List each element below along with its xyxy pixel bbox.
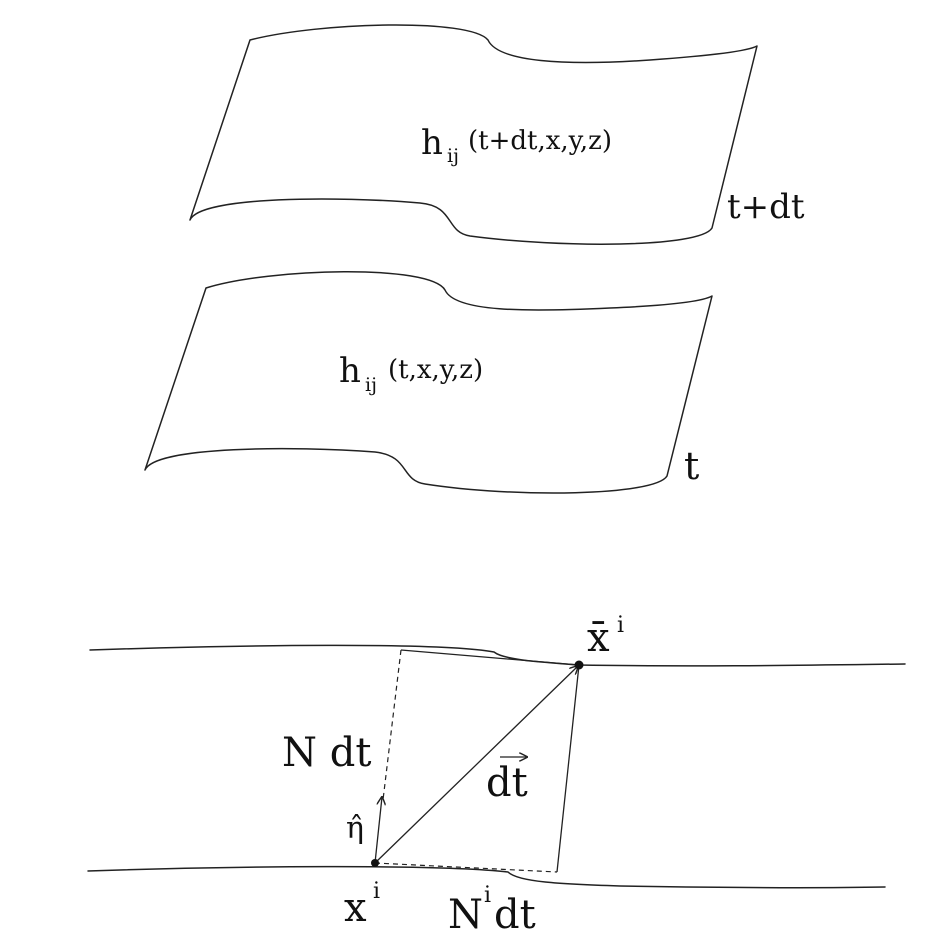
top-segment xyxy=(400,649,580,666)
lower-metric-arguments: (t,x,y,z) xyxy=(388,355,483,385)
upper-metric-subscript: ij xyxy=(447,145,459,167)
upper-metric-arguments: (t+dt,x,y,z) xyxy=(468,126,612,156)
lower-metric-symbol: h xyxy=(339,351,361,391)
upper-hypersurface: h ij (t+dt,x,y,z) t+dt xyxy=(189,24,805,245)
end-point-label: x̄ xyxy=(587,615,610,661)
normal-label: η̂ xyxy=(346,811,364,846)
lower-metric-subscript: ij xyxy=(365,374,377,396)
lower-time-label: t xyxy=(684,444,699,488)
lapse-shift-decomposition: N dt η̂ dt x i x̄ i N i dt xyxy=(87,613,906,938)
shift-side-line xyxy=(556,664,580,873)
displacement-vector-arrow xyxy=(374,666,578,864)
shift-dashed-line xyxy=(374,862,558,873)
start-point-dot xyxy=(371,859,379,867)
lower-slice-edge xyxy=(87,865,886,889)
shift-label: N xyxy=(448,892,483,938)
start-point-superscript: i xyxy=(373,879,380,904)
upper-surface-outline xyxy=(189,24,758,245)
end-point-dot xyxy=(574,660,584,670)
lapse-dashed-line xyxy=(382,649,402,801)
normal-vector-arrow xyxy=(374,797,382,864)
end-point-superscript: i xyxy=(617,613,624,638)
upper-metric-symbol: h xyxy=(421,123,443,163)
shift-superscript: i xyxy=(484,883,491,908)
upper-time-label: t+dt xyxy=(727,187,805,227)
lower-hypersurface: h ij (t,x,y,z) t xyxy=(144,271,713,494)
lower-surface-outline xyxy=(144,271,713,494)
displacement-label: dt xyxy=(486,760,528,806)
lapse-label: N dt xyxy=(282,730,371,776)
start-point-label: x xyxy=(344,885,367,931)
upper-slice-edge xyxy=(89,644,906,667)
shift-suffix: dt xyxy=(494,892,536,938)
